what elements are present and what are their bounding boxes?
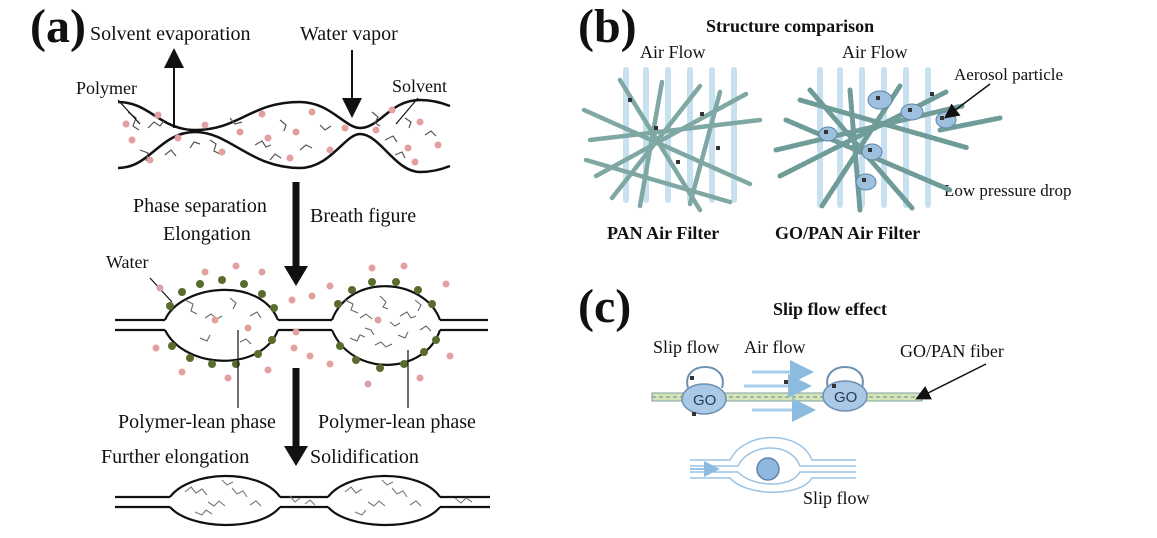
pan-fibers — [581, 77, 763, 213]
elongation-label: Elongation — [163, 223, 251, 245]
go-right-label: GO — [834, 389, 857, 406]
air-flow-label: Air flow — [744, 337, 806, 357]
fiber-stage-3 — [115, 474, 490, 527]
polymer-leader — [117, 99, 141, 125]
go-left-label: GO — [693, 392, 716, 409]
jet-bottom-boundary — [117, 130, 451, 174]
slip-flow-bottom-label: Slip flow — [803, 488, 870, 508]
solvent-dots — [122, 106, 442, 166]
gopan-fiber-label: GO/PAN fiber — [900, 341, 1004, 361]
polymer-chains — [127, 111, 437, 162]
water-droplets — [166, 276, 440, 372]
polymer-label: Polymer — [76, 78, 137, 98]
panel-a-letter: (a) — [30, 0, 86, 53]
panel-b-letter: (b) — [578, 0, 637, 53]
air-flow-arrows-c — [744, 360, 816, 422]
fiber-pointer — [915, 363, 987, 400]
further-elongation-label: Further elongation — [101, 446, 249, 468]
low-pressure-drop-label: Low pressure drop — [944, 181, 1071, 200]
aerosol-particle-label: Aerosol particle — [954, 65, 1063, 84]
breath-figure-label: Breath figure — [310, 205, 416, 227]
panel-c-letter: (c) — [578, 280, 631, 333]
polymer-lean-right-label: Polymer-lean phase — [318, 411, 476, 433]
air-flow-right-label: Air Flow — [842, 42, 908, 62]
water-label: Water — [106, 252, 149, 272]
pan-filter-label: PAN Air Filter — [607, 223, 719, 243]
air-flow-left-label: Air Flow — [640, 42, 706, 62]
bead-chains-stage-2 — [184, 295, 432, 348]
slip-flow-top-label: Slip flow — [653, 337, 720, 357]
pan-particles — [628, 98, 720, 164]
polymer-lean-left-label: Polymer-lean phase — [118, 411, 276, 433]
water-vapor-label: Water vapor — [300, 23, 398, 45]
panel-b-title: Structure comparison — [706, 16, 874, 36]
phase-separation-label: Phase separation — [133, 195, 267, 217]
solvent-leader — [395, 97, 419, 125]
aerosol-pointer — [944, 83, 991, 119]
panel-c-title: Slip flow effect — [773, 299, 887, 319]
jet-top-boundary — [117, 98, 451, 132]
process-arrow-1-head — [284, 266, 308, 286]
go-blob-right — [822, 366, 868, 412]
process-arrow-2-head — [284, 446, 308, 466]
slip-flow-diagram — [690, 436, 856, 493]
fiber-stage-2 — [115, 285, 488, 366]
gopan-filter-label: GO/PAN Air Filter — [775, 223, 920, 243]
bead-chains-stage-3 — [184, 479, 473, 516]
solvent-evaporation-label: Solvent evaporation — [90, 23, 251, 45]
slip-particles — [690, 376, 836, 416]
go-blob-left — [681, 366, 727, 415]
gopan-particles — [824, 92, 944, 182]
vapor-dots — [152, 262, 454, 388]
solidification-label: Solidification — [310, 446, 419, 468]
solvent-label: Solvent — [392, 76, 447, 96]
